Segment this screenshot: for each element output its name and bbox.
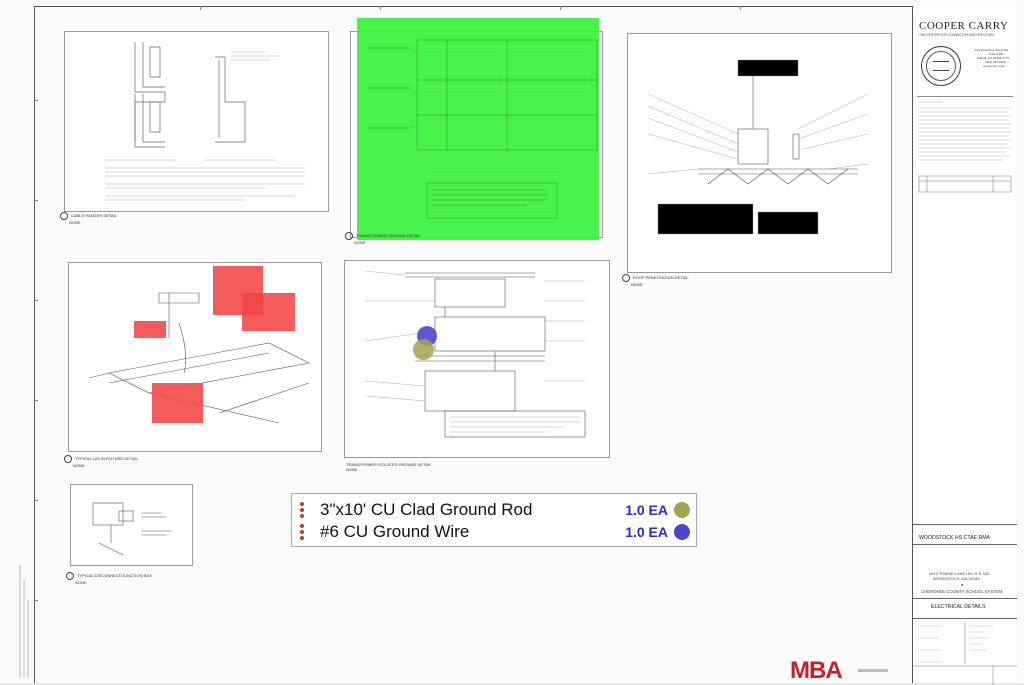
caption-disconnect: TYPICAL DISCONNECT/JUNCTION BOX NONE — [66, 572, 152, 585]
caption-transformer-ground: TRANSFORMER GROUND DETAIL NONE — [345, 232, 421, 245]
transformer-isolated-drawing — [364, 270, 586, 438]
caption-scale: NONE — [631, 282, 643, 287]
caption-scale: NONE — [354, 240, 366, 245]
project-name: WOODSTOCK HS CTAE RMA — [919, 535, 990, 541]
caption-roof-penetration: ROOF PENETRATION DETAIL NONE — [622, 274, 689, 287]
legend-swatch-olive — [674, 502, 690, 518]
side-stamp — [16, 560, 32, 680]
detail-roof-penetration — [627, 33, 892, 273]
legend-bullet-icon — [300, 502, 306, 520]
caption-scale: NONE — [73, 463, 85, 468]
green-markup-lines — [367, 39, 598, 219]
legend-qty: 1.0 EA — [625, 502, 668, 518]
legend-row-ground-wire[interactable]: #6 CU Ground Wire 1.0 EA — [292, 521, 696, 543]
grid-tick — [34, 500, 38, 501]
address-separator: ● — [961, 582, 964, 587]
legend-label: 3"x10' CU Clad Ground Rod — [320, 500, 533, 519]
firm-address-2: Suite 2400 — [989, 52, 1004, 56]
markup-green-highlight[interactable] — [357, 18, 599, 240]
consultant-subtext — [858, 669, 888, 672]
caption-cable-hanger: CABLE HANGER DETAIL NONE — [60, 212, 117, 225]
cable-hanger-drawing — [105, 42, 305, 201]
caption-transformer-isolated: TRANSFORMER ISOLATED GROUND DETAIL NONE — [346, 462, 431, 472]
firm-name: COOPER CARRY — [919, 20, 1009, 32]
consultant-logo: MBA — [790, 657, 843, 684]
firm-address-3: Atlanta, GA 30303-1770 — [977, 56, 1010, 60]
caption-scale: NONE — [346, 467, 358, 472]
legend-label: #6 CU Ground Wire — [320, 522, 470, 541]
caption-title: TRANSFORMER GROUND DETAIL — [356, 233, 421, 239]
tb-divider — [913, 618, 1017, 619]
owner-name: CHEROKEE COUNTY SCHOOL SYSTEM — [921, 589, 1003, 594]
takeoff-legend: 3"x10' CU Clad Ground Rod 1.0 EA #6 CU G… — [291, 493, 697, 547]
caption-lay-in-fixture: TYPICAL LAY-IN FIXTURE DETAIL NONE — [64, 455, 138, 468]
tb-notes-lines — [918, 101, 1012, 193]
project-address-2: WOODSTOCK, GA 30189 — [933, 576, 980, 581]
roof-penetration-drawing — [647, 59, 869, 235]
firm-tagline: THE CENTER FOR CONNECTIVE ARCHITECTURE — [919, 33, 995, 37]
grid-tick — [740, 6, 741, 10]
detail-transformer-isolated — [344, 260, 610, 458]
tb-divider — [913, 544, 1017, 545]
firm-address-1: 191 Peachtree Street NE — [975, 48, 1009, 52]
detail-lay-in-fixture — [68, 262, 322, 452]
markup-red-box[interactable] — [152, 383, 203, 423]
grid-tick — [200, 6, 201, 10]
detail-cable-hanger — [64, 31, 329, 212]
grid-tick — [34, 600, 38, 601]
tb-divider — [917, 96, 1013, 97]
title-block: COOPER CARRY THE CENTER FOR CONNECTIVE A… — [912, 6, 1017, 685]
caption-title: ROOF PENETRATION DETAIL — [633, 275, 689, 281]
markup-red-box[interactable] — [134, 321, 166, 338]
disconnect-drawing — [92, 502, 171, 556]
tb-divider — [913, 524, 1017, 525]
grid-tick — [380, 6, 381, 10]
caption-title: TYPICAL DISCONNECT/JUNCTION BOX — [77, 573, 152, 579]
legend-swatch-blue — [674, 524, 690, 540]
side-stamp-lines — [19, 565, 29, 678]
grid-tick — [34, 100, 38, 101]
caption-scale: NONE — [75, 580, 87, 585]
caption-title: TYPICAL LAY-IN FIXTURE DETAIL — [75, 456, 138, 462]
caption-scale: NONE — [69, 220, 81, 225]
legend-row-ground-rod[interactable]: 3"x10' CU Clad Ground Rod 1.0 EA — [292, 499, 696, 521]
grid-tick — [34, 400, 38, 401]
legend-bullet-icon — [300, 524, 306, 542]
lay-in-fixture-drawing — [88, 292, 310, 424]
firm-web: coopercarry.com — [983, 64, 1006, 68]
grid-tick — [560, 6, 561, 10]
caption-title: TRANSFORMER ISOLATED GROUND DETAIL — [346, 462, 432, 467]
markup-red-box[interactable] — [242, 293, 295, 331]
project-address-1: 2010 TOWNE LAKE HILLS S. DR — [929, 571, 990, 576]
tb-divider — [913, 598, 1017, 599]
grid-tick — [34, 200, 38, 201]
sheet-title: ELECTRICAL DETAILS — [931, 604, 986, 610]
markup-ground-rod-circle[interactable] — [413, 339, 434, 360]
grid-tick — [34, 300, 38, 301]
detail-disconnect — [70, 484, 193, 566]
firm-phone: (404) 237-2000 — [985, 60, 1006, 64]
caption-title: CABLE HANGER DETAIL — [71, 213, 118, 219]
firm-seal-icon — [921, 46, 961, 86]
tb-info-grid — [913, 622, 1017, 685]
legend-qty: 1.0 EA — [625, 524, 668, 540]
